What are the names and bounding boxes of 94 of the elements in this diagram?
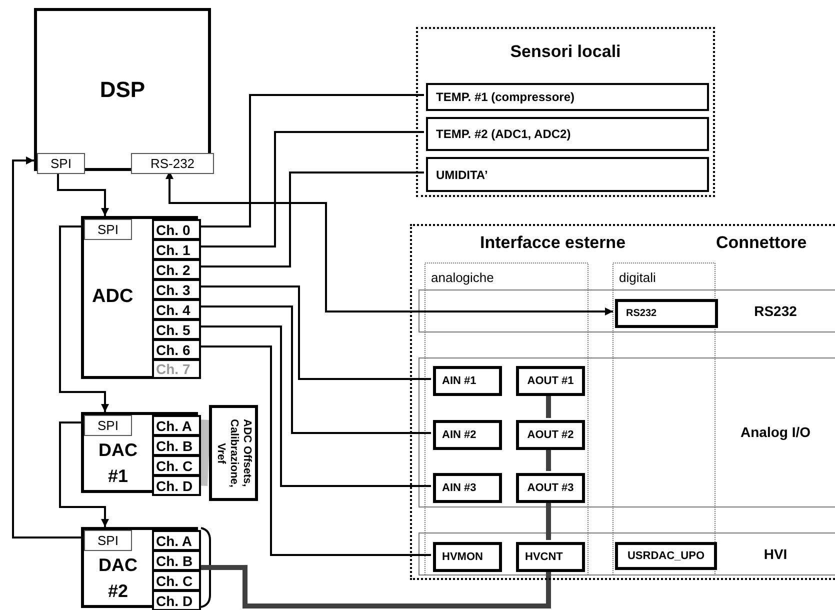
box-label: DAC #1 (98, 439, 138, 488)
channel-cell (152, 339, 201, 360)
converter-block (81, 216, 198, 379)
box-label: AOUT #1 (527, 376, 574, 386)
box-label: HVMON (442, 552, 483, 562)
channel-cell (152, 435, 201, 456)
channel-cell (152, 570, 201, 591)
box-label: Ch. 5 (156, 322, 190, 336)
channel-cell-unused (152, 359, 201, 379)
box-label: SPI (98, 416, 118, 435)
box-label: Connettore (716, 232, 807, 254)
channel-cell (152, 415, 201, 436)
box-label: AIN #3 (442, 482, 476, 494)
box-label: AOUT #2 (527, 430, 574, 440)
box-label: Ch. D (156, 478, 193, 492)
box-label: Ch. C (156, 574, 193, 588)
box-label: Interfacce esterne (480, 232, 626, 254)
box-label: RS232 (626, 307, 657, 321)
interface-box (516, 366, 585, 396)
interface-box (433, 366, 502, 396)
box-label: Ch. C (156, 458, 193, 472)
box-label: Ch. A (156, 418, 192, 432)
channel-cell (152, 279, 201, 300)
connector-line (546, 501, 551, 540)
box-label: AIN #1 (442, 376, 476, 386)
processor-block (34, 8, 211, 171)
box-label: Ch. B (156, 438, 193, 452)
port-box (37, 153, 85, 174)
channel-cell (152, 550, 201, 571)
box-label: SPI (98, 220, 118, 239)
column-heading: digitali (619, 269, 656, 287)
note-box (209, 405, 258, 501)
port-box (84, 415, 132, 436)
box-label: Ch. A (156, 534, 192, 548)
box-label: TEMP. #1 (compressore) (436, 91, 574, 103)
sensor-box (426, 157, 709, 192)
box-label: DAC #2 (98, 554, 138, 603)
sensor-box (426, 117, 709, 151)
channel-cell (152, 455, 201, 476)
connector-line (546, 394, 551, 418)
channel-cell (152, 299, 201, 320)
connector-line (59, 226, 109, 412)
port-box (84, 530, 132, 551)
sensor-box (426, 83, 709, 111)
box-label: ADC (92, 285, 134, 309)
column-heading: Analog I/O (740, 423, 812, 442)
converter-block (81, 412, 198, 493)
port-box (84, 219, 132, 240)
connector-line (59, 422, 109, 527)
box-label: SPI (50, 154, 72, 173)
connector-line (12, 156, 81, 538)
interface-box (615, 299, 718, 328)
column-heading: RS232 (753, 302, 798, 320)
channel-cell (152, 259, 201, 280)
channel-cell (152, 219, 201, 240)
interface-box (516, 473, 585, 503)
connector-line (546, 448, 551, 471)
box-label: Ch. 7 (156, 362, 190, 376)
box-label: USRDAC_UPO (627, 550, 704, 562)
port-box (131, 153, 214, 174)
interface-box (516, 542, 585, 572)
channel-cell (152, 319, 201, 340)
box-label: UMIDITA’ (436, 168, 488, 180)
box-label: Sensori locali (509, 41, 622, 63)
channel-cell (152, 475, 201, 496)
interface-box (433, 542, 502, 572)
channel-cell (152, 590, 201, 610)
box-label: TEMP. #2 (ADC1, ADC2) (436, 128, 571, 140)
box-label: Ch. 2 (156, 262, 190, 276)
box-label: SPI (98, 532, 118, 550)
box-label: AIN #2 (442, 430, 476, 440)
channel-cell (152, 530, 201, 551)
converter-block (81, 527, 198, 608)
group-frame (410, 224, 835, 580)
box-label: Ch. 4 (156, 302, 190, 316)
box-label: Ch. 0 (156, 222, 190, 236)
column-heading: HVI (762, 544, 788, 564)
box-label: HVCNT (525, 552, 563, 562)
interface-box (615, 542, 717, 570)
column-heading: analogiche (431, 269, 494, 287)
box-label: AOUT #3 (527, 482, 574, 494)
box-label: DSP (100, 76, 146, 104)
interface-box (433, 420, 502, 450)
box-label: Ch. B (156, 554, 193, 568)
group-frame (416, 27, 715, 197)
box-label: ADC Offsets, Calibrazione, Vref (214, 418, 253, 490)
interface-box (516, 420, 585, 450)
box-label: Ch. 1 (156, 242, 190, 256)
box-label: RS-232 (150, 154, 195, 173)
channel-cell (152, 239, 201, 260)
box-label: Ch. 6 (156, 342, 190, 356)
interface-box (433, 473, 502, 503)
box-label: Ch. D (156, 594, 193, 608)
box-label: Ch. 3 (156, 282, 190, 296)
